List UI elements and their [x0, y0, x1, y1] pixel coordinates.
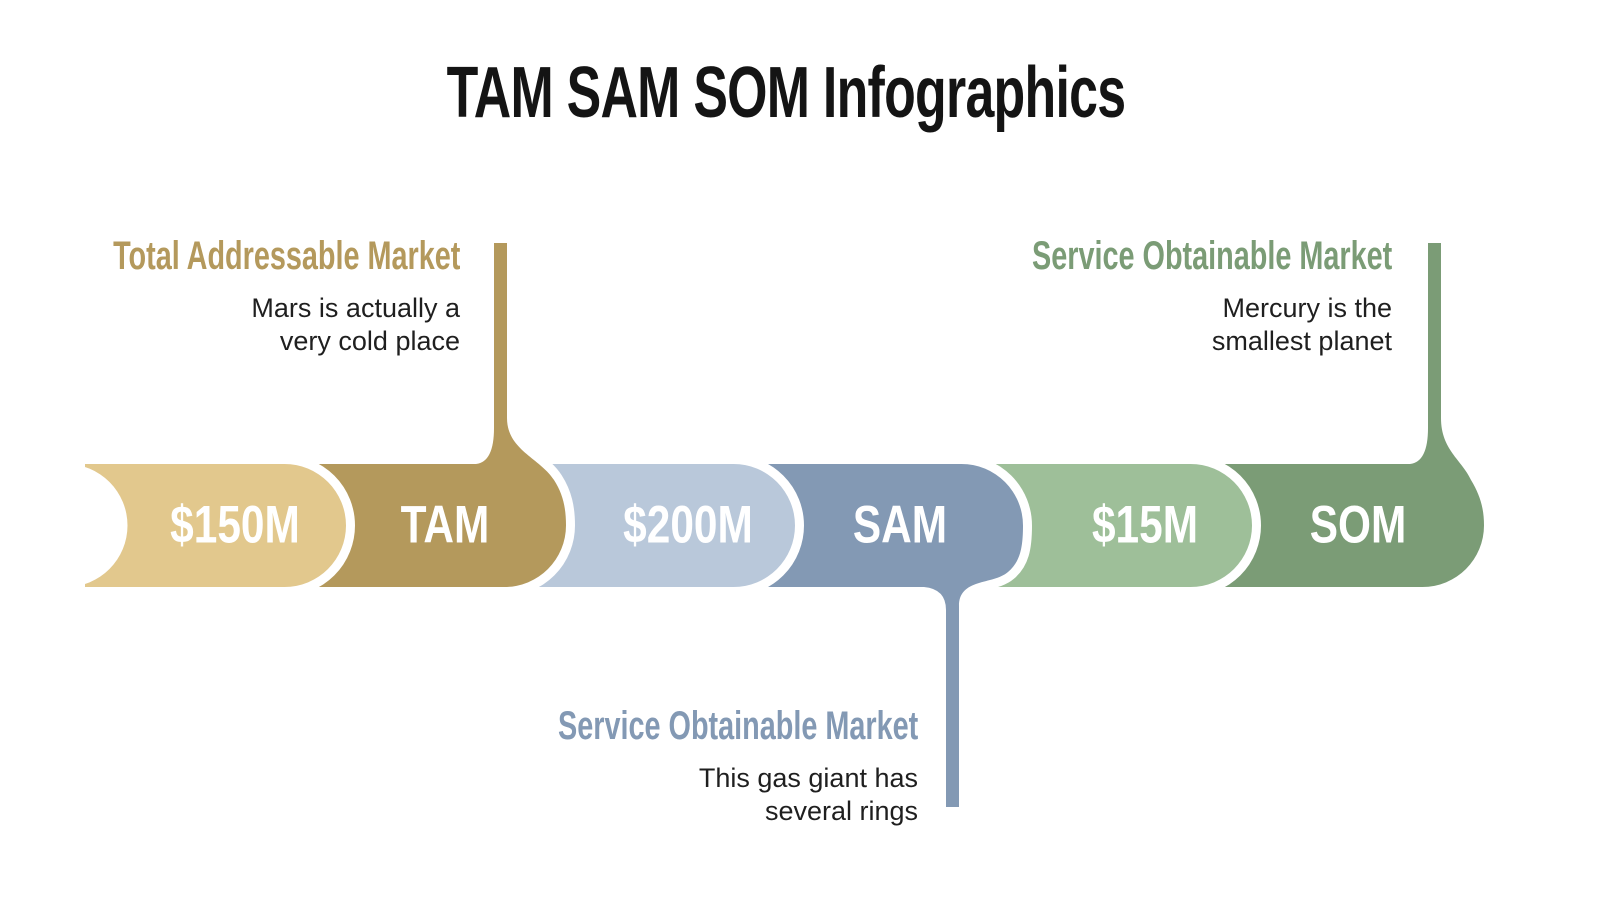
sam-callout-heading: Service Obtainable Market	[557, 704, 918, 748]
tam-value-label: $150M	[170, 495, 300, 555]
tam-label: TAM	[400, 495, 490, 555]
som-callout-body: Mercury is the smallest planet	[1211, 293, 1392, 356]
left-notch-shape	[5, 464, 128, 587]
sam-label: SAM	[852, 495, 948, 555]
sam-value-segment-shape	[521, 455, 804, 596]
som-value-label: $15M	[1091, 495, 1199, 555]
tam-callout: Total Addressable Market Mars is actuall…	[0, 236, 460, 358]
som-segment-shape	[1211, 234, 1493, 596]
tam-value-segment-shape	[76, 455, 355, 596]
som-callout-heading: Service Obtainable Market	[1031, 234, 1392, 278]
sam-callout-body: This gas giant has several rings	[698, 763, 918, 826]
page-title: TAM SAM SOM Infographics	[446, 53, 1126, 133]
som-value-segment-shape	[981, 455, 1261, 596]
tam-callout-body: Mars is actually a very cold place	[251, 293, 460, 356]
sam-segment-shape	[751, 455, 1032, 816]
som-label: SOM	[1309, 495, 1407, 555]
tam-callout-heading: Total Addressable Market	[112, 234, 460, 278]
som-callout: Service Obtainable Market Mercury is the…	[892, 236, 1392, 358]
sam-callout: Service Obtainable Market This gas giant…	[418, 706, 918, 828]
sam-value-label: $200M	[623, 495, 753, 555]
tam-segment-shape	[291, 234, 575, 596]
